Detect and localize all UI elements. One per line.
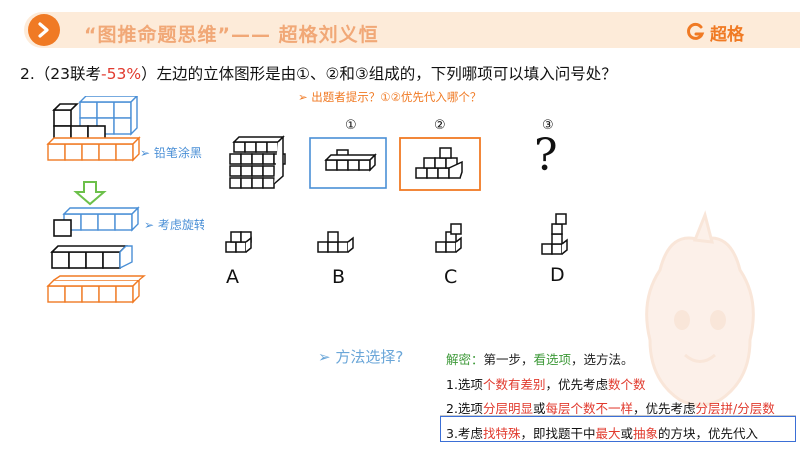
option-c[interactable]: C — [444, 266, 458, 288]
brand-g-icon — [687, 22, 705, 40]
piece-2-frame — [399, 137, 481, 191]
method-line-3: 3.考虑找特殊，即找题干中最大或抽象的方块，优先代入 — [446, 426, 759, 441]
option-b-shape — [317, 231, 354, 253]
method-title: ➢ 方法选择? — [318, 348, 404, 366]
decomposition-diagram — [46, 94, 146, 304]
label-paint-black: ➢ 铅笔涂黑 — [140, 146, 202, 160]
figure-drawing — [225, 135, 568, 255]
arrow-down-icon — [73, 181, 107, 206]
option-c-shape — [435, 223, 462, 253]
question-body: 左边的立体图形是由①、②和③组成的，下列哪项可以填入问号处？ — [156, 65, 617, 83]
composite-solid — [229, 135, 286, 189]
question-source-close: ） — [141, 65, 157, 83]
option-a-shape — [225, 231, 252, 253]
question-number: 2. — [20, 65, 35, 83]
header-bar: “图推命题思维”—— 超格刘义恒 超格 — [0, 0, 800, 52]
option-b[interactable]: B — [332, 266, 346, 288]
piece-1-frame — [309, 137, 387, 189]
question-text: 2.（23联考-53%）左边的立体图形是由①、②和③组成的，下列哪项可以填入问号… — [20, 62, 617, 84]
question-figure: ① ② ③ ? A B C D — [204, 112, 604, 298]
piece-2 — [415, 147, 463, 179]
piece-3-number: ③ — [542, 118, 554, 133]
divider — [440, 415, 796, 416]
chevron-right-icon — [38, 22, 49, 38]
piece-1 — [324, 149, 377, 172]
question-source: （23联考 — [34, 65, 102, 83]
method-line-3-highlight — [440, 416, 796, 442]
piece-2-number: ② — [434, 118, 446, 133]
label-consider-rotation: ➢ 考虑旋转 — [144, 218, 206, 232]
header-band — [24, 12, 800, 48]
option-d-shape — [541, 213, 568, 255]
next-button[interactable] — [28, 14, 60, 46]
mascot-watermark — [645, 210, 755, 407]
option-d[interactable]: D — [550, 264, 565, 286]
setter-hint: ➢ 出题者提示？①②优先代入哪个？ — [298, 90, 482, 104]
brand-name: 超格 — [710, 25, 744, 45]
reveal-line: 解密：第一步，看选项，选方法。 — [446, 352, 634, 367]
question-accuracy: -53% — [101, 65, 142, 83]
question-mark: ? — [534, 130, 558, 181]
method-line-1: 1.选项个数有差别，优先考虑数个数 — [446, 377, 646, 392]
method-line-2: 2.选项分层明显或每层个数不一样，优先考虑分层拼/分层数 — [446, 401, 775, 416]
piece-1-number: ① — [345, 118, 357, 133]
header-title: “图推命题思维”—— 超格刘义恒 — [84, 24, 379, 46]
decomposition-area: ➢ 铅笔涂黑 ➢ 考虑旋转 — [40, 94, 230, 326]
option-a[interactable]: A — [226, 266, 239, 288]
